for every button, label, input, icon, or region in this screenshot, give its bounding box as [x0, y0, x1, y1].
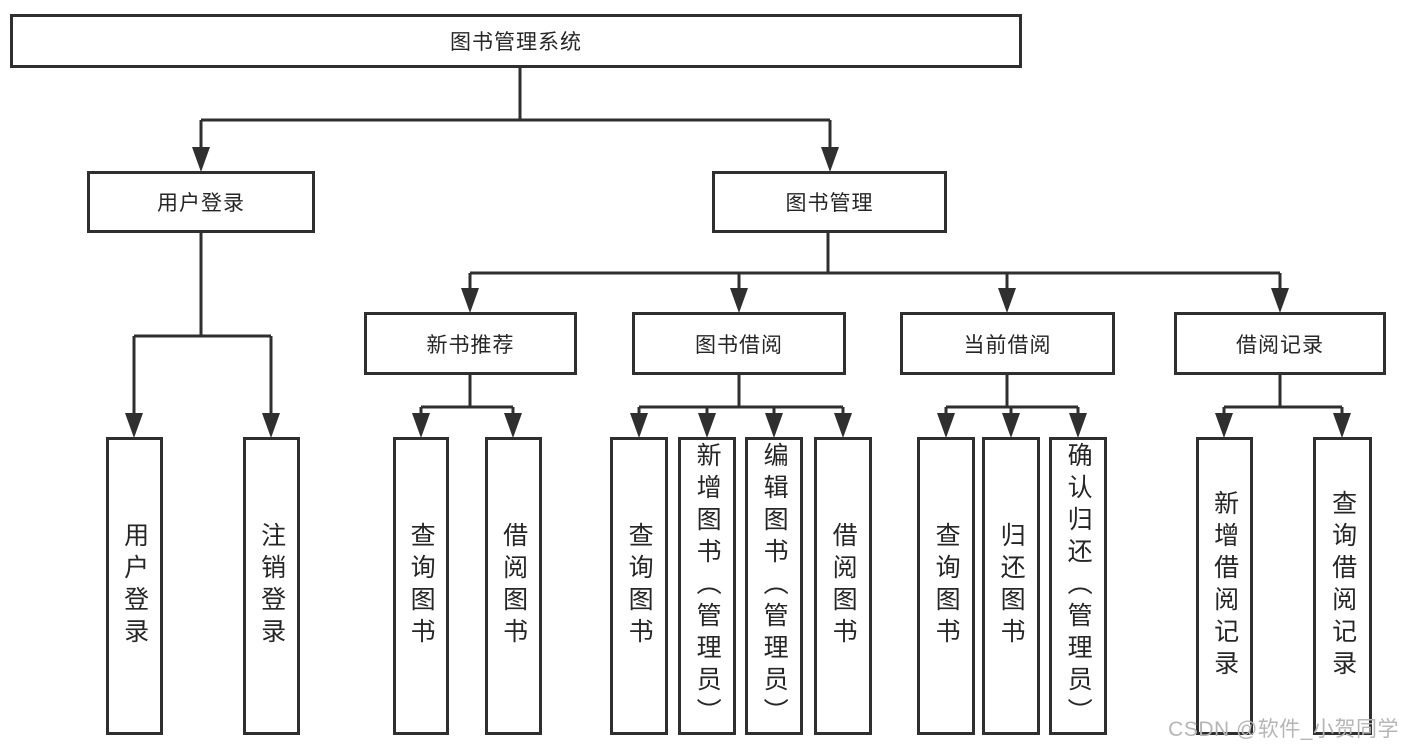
- node-book-borrowing-label: 图书借阅: [695, 333, 783, 357]
- leaf-current-confirm-return-admin-label: 确认归还（管理员）: [1064, 442, 1093, 730]
- leaf-user-login: 用户登录: [106, 437, 163, 735]
- node-borrowing-records: 借阅记录: [1174, 312, 1386, 375]
- leaf-borrowing-query-books-label: 查询图书: [625, 522, 654, 650]
- leaf-recommend-query-books-label: 查询图书: [407, 522, 436, 650]
- connector-current-borrowing-children: [937, 375, 1087, 438]
- node-borrowing-records-label: 借阅记录: [1236, 333, 1324, 357]
- leaf-current-return-books-label: 归还图书: [997, 522, 1026, 650]
- leaf-borrowing-query-books: 查询图书: [610, 437, 668, 735]
- node-user-login-label: 用户登录: [157, 192, 245, 215]
- node-current-borrowing: 当前借阅: [900, 312, 1115, 375]
- node-new-book-recommend-label: 新书推荐: [426, 333, 515, 357]
- leaf-borrowing-edit-books-admin: 编辑图书（管理员）: [745, 437, 803, 735]
- connector-new-book-recommend-children: [412, 375, 522, 438]
- leaf-borrowing-borrow-books-label: 借阅图书: [829, 522, 858, 650]
- node-user-login: 用户登录: [87, 171, 315, 233]
- leaf-borrowing-edit-books-admin-label: 编辑图书（管理员）: [760, 442, 789, 730]
- leaf-recommend-borrow-books: 借阅图书: [485, 437, 542, 735]
- leaf-recommend-query-books: 查询图书: [393, 437, 449, 735]
- leaf-current-query-books-label: 查询图书: [932, 522, 961, 650]
- leaf-current-query-books: 查询图书: [917, 437, 975, 735]
- leaf-records-add-record: 新增借阅记录: [1196, 437, 1253, 735]
- leaf-records-add-record-label: 新增借阅记录: [1210, 490, 1239, 682]
- connector-borrowing-records-children: [1215, 375, 1351, 438]
- leaf-logout: 注销登录: [243, 437, 300, 735]
- leaf-borrowing-add-books-admin: 新增图书（管理员）: [678, 437, 736, 735]
- connector-book-management-children: [461, 233, 1289, 313]
- leaf-current-confirm-return-admin: 确认归还（管理员）: [1049, 437, 1107, 735]
- leaf-records-query-record: 查询借阅记录: [1313, 437, 1372, 735]
- watermark: CSDN @软件_小贺同学: [1168, 718, 1399, 741]
- leaf-recommend-borrow-books-label: 借阅图书: [499, 522, 528, 650]
- node-library-system: 图书管理系统: [10, 14, 1022, 68]
- node-new-book-recommend: 新书推荐: [364, 312, 577, 375]
- node-library-system-label: 图书管理系统: [450, 31, 582, 54]
- connector-book-borrowing-children: [630, 375, 852, 438]
- leaf-borrowing-borrow-books: 借阅图书: [814, 437, 872, 735]
- leaf-logout-label: 注销登录: [257, 522, 286, 650]
- node-book-borrowing: 图书借阅: [632, 312, 846, 375]
- leaf-borrowing-add-books-admin-label: 新增图书（管理员）: [693, 442, 722, 730]
- leaf-user-login-label: 用户登录: [120, 522, 149, 650]
- leaf-current-return-books: 归还图书: [982, 437, 1040, 735]
- connector-root-to-level2: [192, 68, 839, 172]
- leaf-records-query-record-label: 查询借阅记录: [1328, 490, 1357, 682]
- node-book-management: 图书管理: [712, 171, 947, 233]
- node-current-borrowing-label: 当前借阅: [963, 333, 1052, 357]
- connector-user-login-children: [125, 233, 280, 438]
- node-book-management-label: 图书管理: [785, 192, 874, 215]
